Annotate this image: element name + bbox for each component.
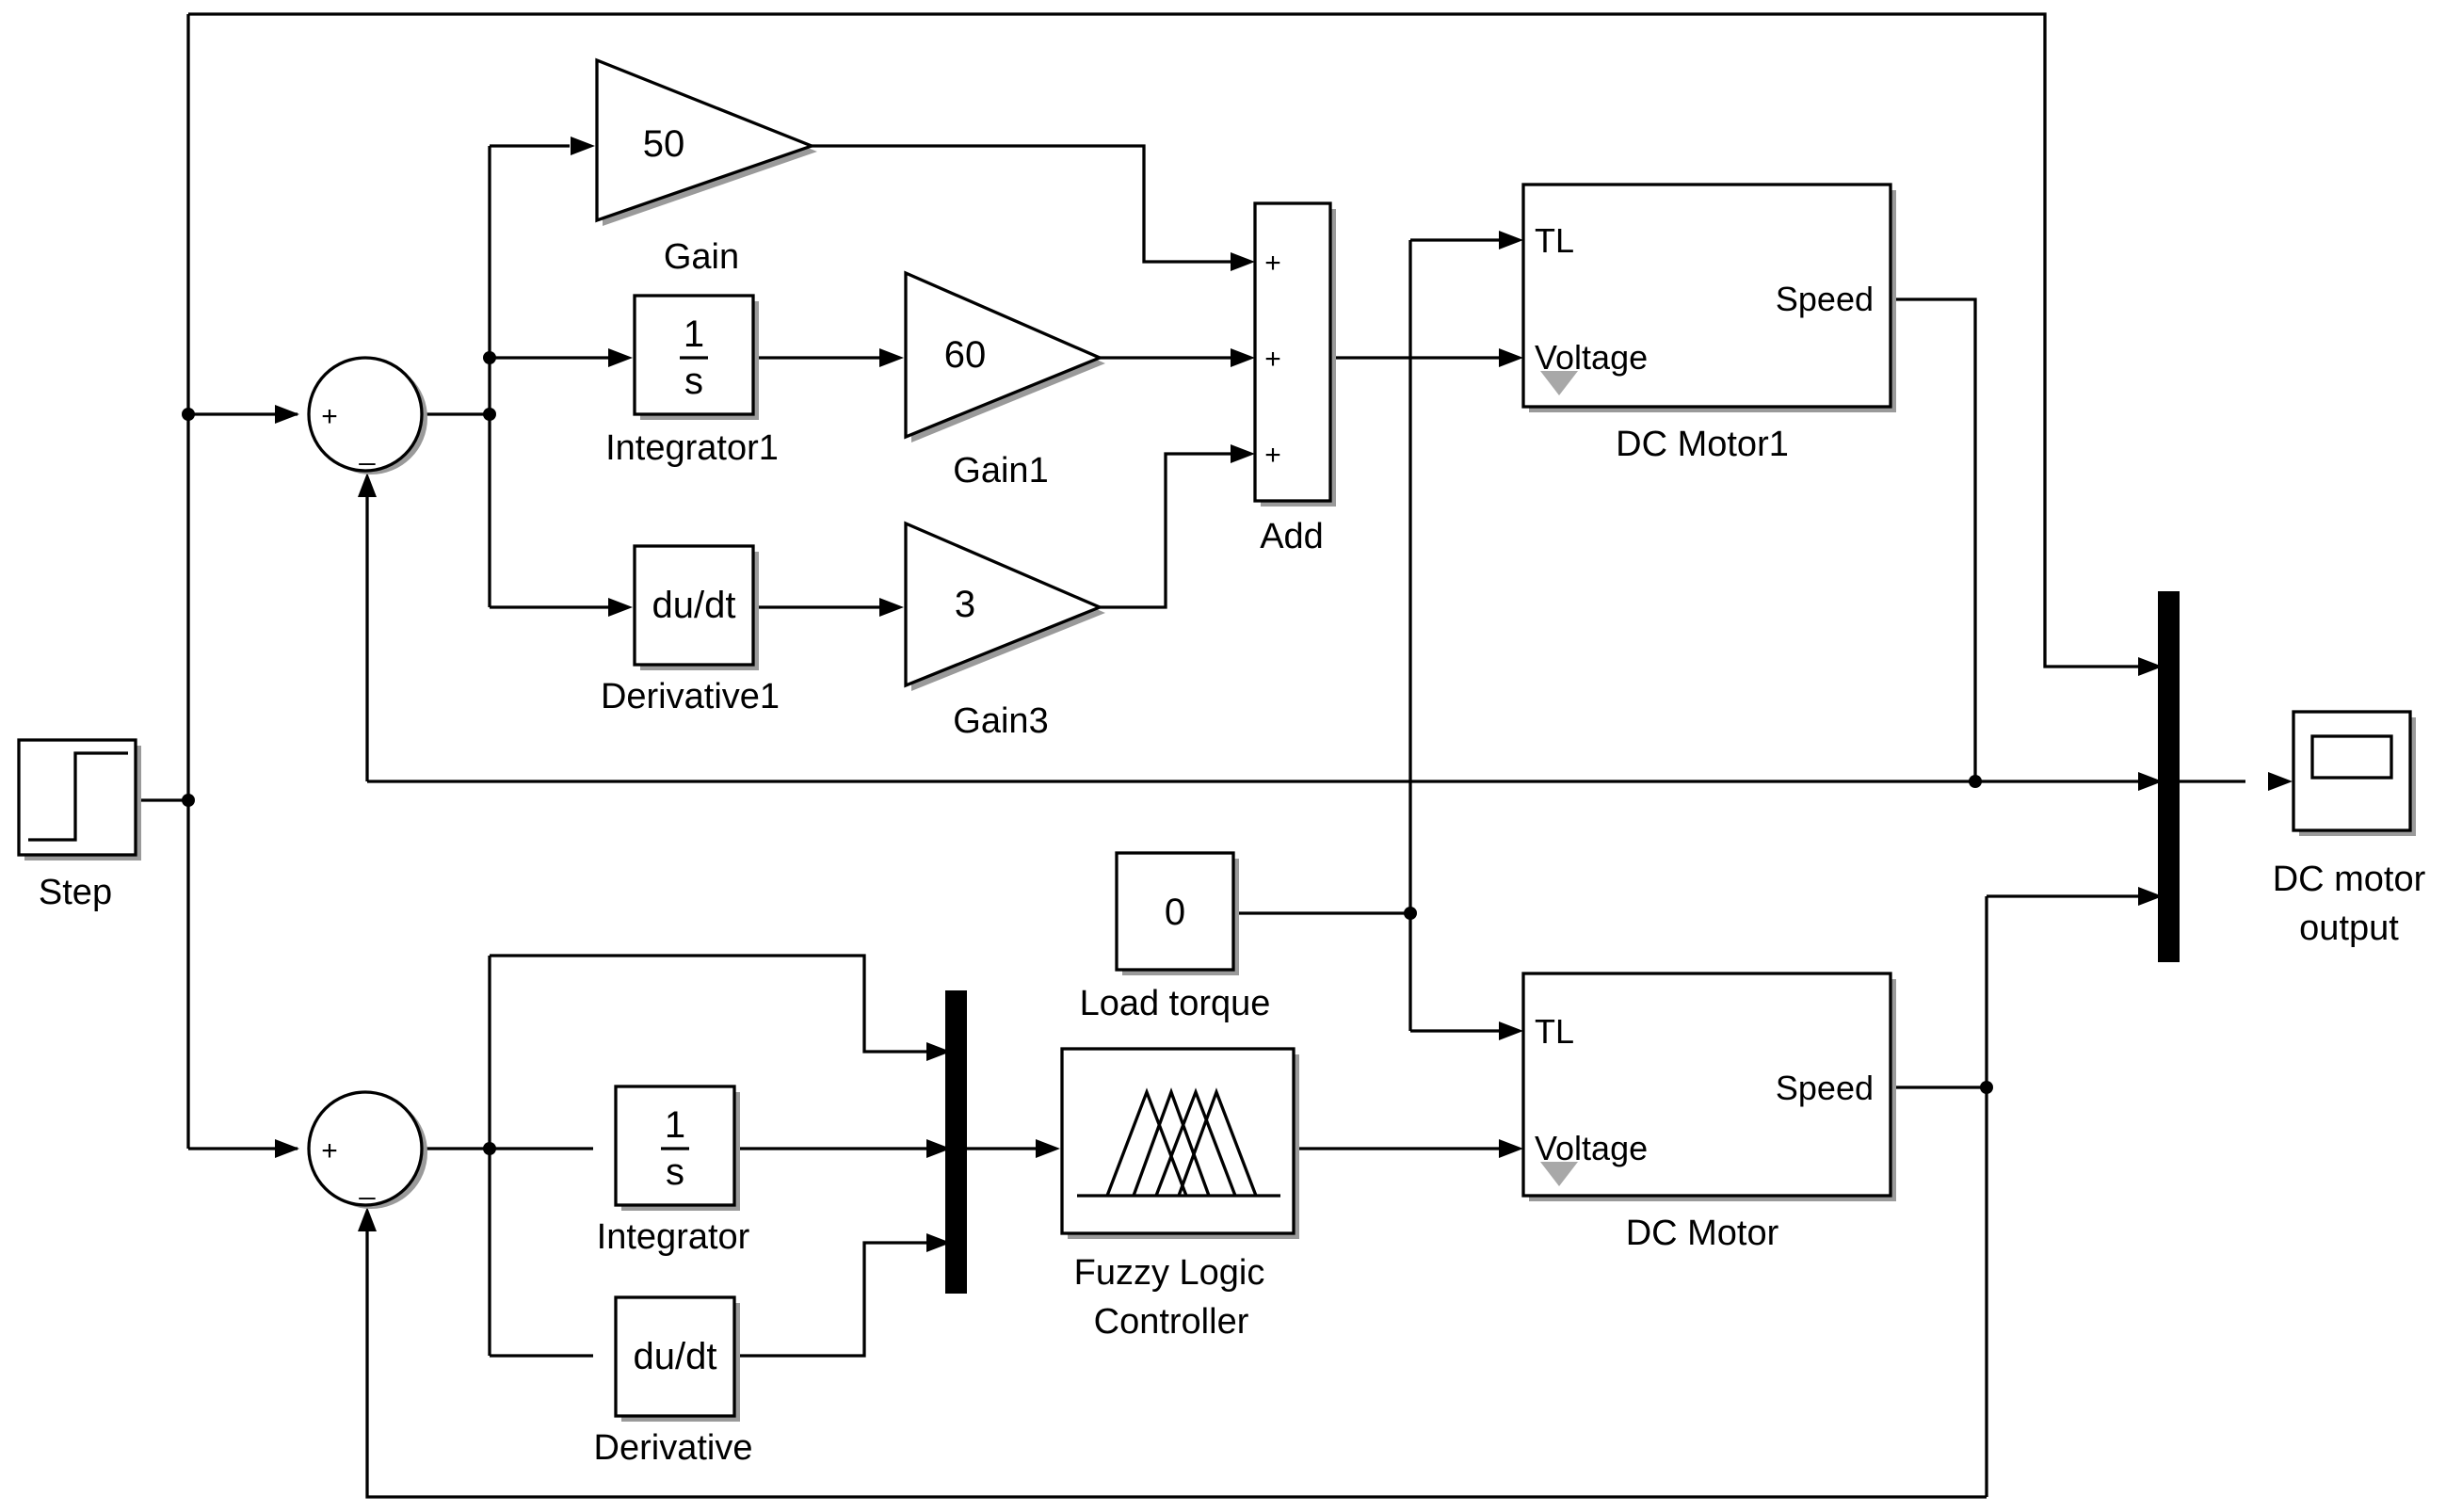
dc-motor1-port-speed: Speed — [1776, 280, 1874, 318]
add-sign-3: + — [1264, 440, 1281, 471]
derivative1-value: du/dt — [652, 585, 736, 626]
mux-output-block[interactable] — [2158, 591, 2180, 962]
sum-bottom-minus: _ — [359, 1169, 377, 1200]
integrator-block[interactable]: 1 s — [614, 1085, 740, 1211]
add-label: Add — [1260, 517, 1324, 556]
sum-top-block[interactable]: + _ — [307, 356, 427, 475]
dc-motor1-down-arrow-icon — [1540, 371, 1578, 395]
gain-label: Gain — [664, 237, 739, 277]
add-sign-2: + — [1264, 344, 1281, 375]
fuzzy-logic-controller-block[interactable] — [1060, 1047, 1299, 1239]
derivative1-block[interactable]: du/dt — [633, 544, 759, 670]
derivative-label: Derivative — [594, 1428, 753, 1468]
derivative-value: du/dt — [634, 1336, 717, 1377]
gain1-block[interactable]: 60 — [904, 270, 1105, 442]
derivative1-label: Derivative1 — [601, 677, 780, 716]
integrator1-label: Integrator1 — [605, 428, 779, 468]
mux-bottom-block[interactable] — [945, 990, 967, 1294]
scope-label-line2: output — [2299, 909, 2399, 948]
dc-motor1-port-voltage: Voltage — [1535, 338, 1648, 377]
dc-motor-label: DC Motor — [1626, 1214, 1779, 1253]
load-torque-block[interactable]: 0 — [1115, 851, 1239, 975]
gain3-block[interactable]: 3 — [904, 521, 1105, 691]
add-block[interactable]: + + + — [1253, 201, 1336, 507]
membership-functions-icon — [1077, 1087, 1280, 1198]
integrator-denominator: s — [666, 1151, 684, 1193]
sum-bottom-plus: + — [321, 1135, 338, 1166]
sum-top-plus: + — [321, 401, 338, 432]
integrator-numerator: 1 — [665, 1104, 685, 1146]
integrator1-denominator: s — [684, 361, 703, 402]
fuzzy-logic-controller-label-line2: Controller — [1094, 1302, 1249, 1342]
load-torque-label: Load torque — [1080, 984, 1271, 1023]
step-label: Step — [39, 873, 112, 912]
signal-wires — [137, 12, 2245, 1499]
junction-dots — [182, 351, 1993, 1155]
load-torque-value: 0 — [1165, 892, 1185, 933]
scope-label-line1: DC motor — [2273, 860, 2426, 899]
dc-motor1-block[interactable]: TL Voltage Speed — [1521, 183, 1896, 412]
gain-value: 50 — [643, 123, 685, 165]
gain3-label: Gain3 — [953, 701, 1048, 741]
scope-screen-icon — [2310, 734, 2393, 780]
sum-top-minus: _ — [359, 435, 377, 466]
dc-motor1-label: DC Motor1 — [1616, 425, 1789, 464]
dc-motor-port-speed: Speed — [1776, 1069, 1874, 1107]
gain1-label: Gain1 — [953, 451, 1048, 491]
sum-bottom-block[interactable]: + _ — [307, 1090, 427, 1209]
derivative-block[interactable]: du/dt — [614, 1295, 740, 1422]
integrator1-block[interactable]: 1 s — [633, 294, 759, 420]
dc-motor-port-voltage: Voltage — [1535, 1129, 1648, 1167]
dc-motor-block[interactable]: TL Voltage Speed — [1521, 972, 1896, 1201]
add-sign-1: + — [1264, 248, 1281, 279]
fuzzy-logic-controller-label-line1: Fuzzy Logic — [1074, 1253, 1265, 1293]
wire-arrowheads — [275, 137, 2293, 1252]
dc-motor-port-tl: TL — [1535, 1012, 1574, 1051]
dc-motor-down-arrow-icon — [1540, 1162, 1578, 1186]
gain3-value: 3 — [955, 584, 975, 625]
integrator-label: Integrator — [597, 1217, 750, 1257]
gain1-value: 60 — [944, 334, 987, 376]
integrator1-numerator: 1 — [684, 314, 704, 355]
scope-block[interactable] — [2292, 710, 2416, 836]
step-block[interactable] — [17, 738, 141, 861]
gain-block[interactable]: 50 — [595, 57, 817, 226]
dc-motor1-port-tl: TL — [1535, 221, 1574, 260]
